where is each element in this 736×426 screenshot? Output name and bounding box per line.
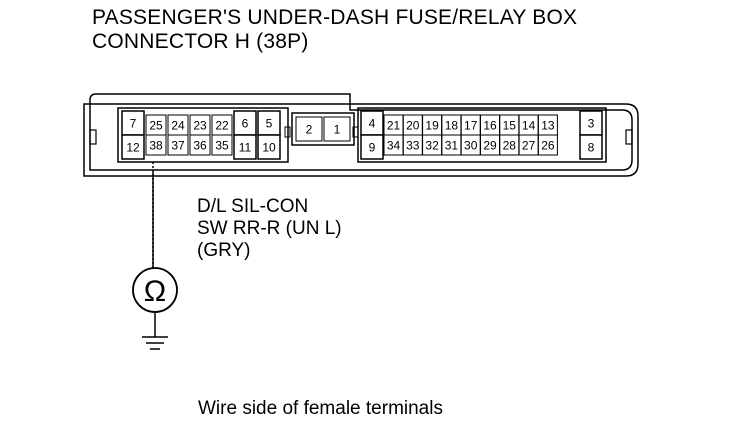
terminal-13: 13 <box>537 114 558 136</box>
connector-inner-outline <box>89 93 633 171</box>
terminal-number: 35 <box>215 139 229 153</box>
connector-housing <box>83 103 639 177</box>
terminal-38: 38 <box>145 134 167 156</box>
terminal-35: 35 <box>211 134 233 156</box>
terminal-number: 25 <box>149 119 163 133</box>
terminal-number: 26 <box>541 139 555 153</box>
terminal-25: 25 <box>145 114 167 136</box>
terminal-number: 11 <box>239 141 252 155</box>
terminal-30: 30 <box>460 134 481 156</box>
terminal-18: 18 <box>441 114 462 136</box>
terminal-number: 15 <box>503 119 517 133</box>
wire-label-line-1: D/L SIL-CON <box>197 196 309 217</box>
wire-label-line-2: SW RR-R (UN L) <box>197 218 342 239</box>
terminal-3: 3 <box>579 110 603 136</box>
terminal-number: 19 <box>425 119 439 133</box>
ohm-icon: Ω <box>144 275 166 308</box>
terminal-37: 37 <box>167 134 189 156</box>
terminal-number: 5 <box>266 117 273 131</box>
terminal-number: 7 <box>130 117 137 131</box>
terminal-16: 16 <box>480 114 500 136</box>
terminal-number: 10 <box>262 141 276 155</box>
left-block-frame <box>117 107 289 163</box>
terminal-24: 24 <box>167 114 189 136</box>
terminal-number: 36 <box>193 139 207 153</box>
terminal-1: 1 <box>323 116 351 142</box>
terminal-9: 9 <box>360 134 384 160</box>
terminal-6: 6 <box>233 110 257 136</box>
terminal-number: 20 <box>406 119 420 133</box>
diagram-title-line-2: CONNECTOR H (38P) <box>92 30 309 53</box>
terminal-11: 11 <box>233 134 257 160</box>
terminal-15: 15 <box>499 114 520 136</box>
terminal-number: 24 <box>171 119 185 133</box>
terminal-8: 8 <box>579 134 603 160</box>
terminal-31: 31 <box>441 134 462 156</box>
terminal-number: 31 <box>445 139 459 153</box>
terminal-number: 3 <box>588 117 595 131</box>
terminal-34: 34 <box>383 134 404 156</box>
terminal-number: 23 <box>193 119 207 133</box>
ground-icon <box>142 336 168 350</box>
terminal-4: 4 <box>360 110 384 136</box>
terminal-number: 37 <box>171 139 185 153</box>
alignment-tab <box>284 126 291 138</box>
terminal-29: 29 <box>480 134 500 156</box>
terminal-5: 5 <box>257 110 281 136</box>
terminal-number: 16 <box>483 119 497 133</box>
terminal-number: 29 <box>483 139 497 153</box>
terminal-number: 1 <box>334 123 341 137</box>
wire-label-line-3: (GRY) <box>197 240 251 261</box>
terminal-number: 13 <box>541 119 555 133</box>
terminal-number: 27 <box>522 139 536 153</box>
terminal-number: 38 <box>149 139 163 153</box>
terminal-number: 30 <box>464 139 478 153</box>
terminal-26: 26 <box>537 134 558 156</box>
terminal-7: 7 <box>121 110 145 136</box>
terminal-36: 36 <box>189 134 211 156</box>
terminal-number: 17 <box>464 119 478 133</box>
terminal-20: 20 <box>402 114 423 136</box>
right-latch-tab <box>625 129 633 145</box>
terminal-21: 21 <box>383 114 404 136</box>
terminal-33: 33 <box>402 134 423 156</box>
terminal-number: 8 <box>588 141 595 155</box>
terminal-32: 32 <box>422 134 443 156</box>
terminal-14: 14 <box>518 114 539 136</box>
terminal-number: 21 <box>387 119 401 133</box>
terminal-number: 22 <box>215 119 229 133</box>
left-latch-tab <box>89 129 97 145</box>
terminal-28: 28 <box>499 134 520 156</box>
alignment-tab <box>352 126 359 138</box>
terminal-10: 10 <box>257 134 281 160</box>
terminal-number: 14 <box>522 119 536 133</box>
terminal-number: 9 <box>369 141 376 155</box>
diagram-title-line-1: PASSENGER'S UNDER-DASH FUSE/RELAY BOX <box>92 6 578 29</box>
terminal-2: 2 <box>295 116 323 142</box>
terminal-number: 2 <box>306 123 313 137</box>
middle-block-frame <box>291 112 355 146</box>
terminal-number: 12 <box>126 141 140 155</box>
terminal-number: 33 <box>406 139 420 153</box>
terminal-19: 19 <box>422 114 443 136</box>
terminal-number: 32 <box>425 139 439 153</box>
terminal-22: 22 <box>211 114 233 136</box>
diagram-caption: Wire side of female terminals <box>198 398 443 419</box>
terminal-number: 34 <box>387 139 401 153</box>
terminal-17: 17 <box>460 114 481 136</box>
terminal-27: 27 <box>518 134 539 156</box>
terminal-12: 12 <box>121 134 145 160</box>
terminal-23: 23 <box>189 114 211 136</box>
terminal-number: 4 <box>369 117 376 131</box>
terminal-number: 28 <box>503 139 517 153</box>
terminal-number: 6 <box>242 117 249 131</box>
terminal-number: 18 <box>445 119 459 133</box>
